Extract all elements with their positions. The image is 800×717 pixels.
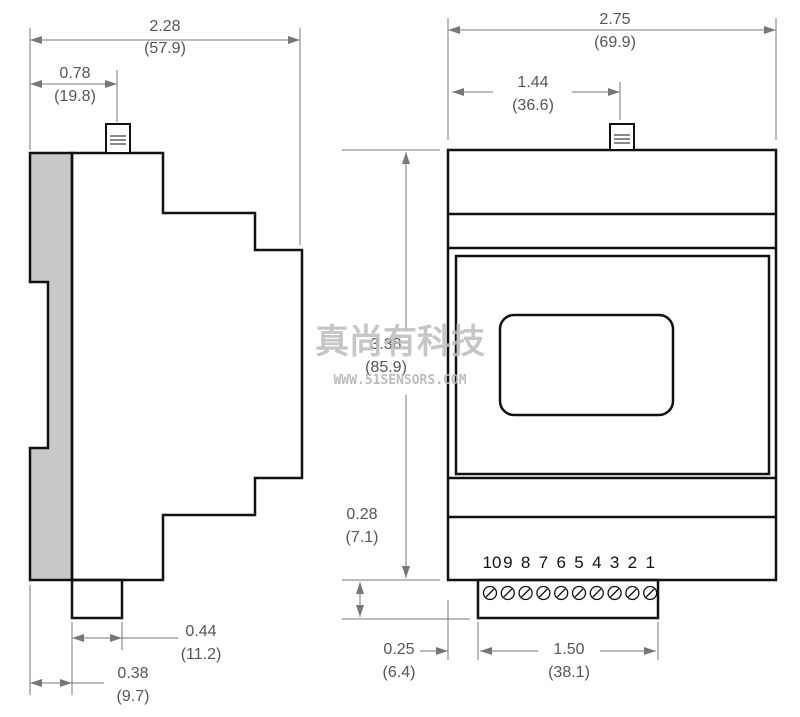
terminal-label: 1 [645, 553, 654, 572]
side-view: 2.28 (57.9) 0.78 (19.8) 0.44 (11.2) [28, 18, 304, 705]
terminal-label: 8 [521, 553, 530, 572]
dim-side-front-depth-in: 0.78 [59, 65, 90, 82]
dim-front-connector-offset: 1.44 (36.6) [452, 74, 621, 120]
dim-side-front-depth-mm: (19.8) [54, 88, 96, 105]
terminal-screw-slot [485, 588, 495, 598]
din-rail-clip [28, 151, 74, 582]
dim-side-rail-depth: 0.38 (9.7) [29, 585, 150, 705]
dim-side-terminal-depth-in: 0.44 [185, 623, 216, 640]
dim-front-terminal-width-mm: (38.1) [548, 664, 590, 681]
dim-side-width-mm: (57.9) [144, 40, 186, 57]
dim-front-width-in: 2.75 [599, 11, 630, 28]
dim-front-connector-offset-mm: (36.6) [512, 97, 554, 114]
watermark-url: WWW.51SENSORS.COM [333, 373, 466, 388]
dim-front-terminal-height-mm: (7.1) [346, 529, 379, 546]
dim-front-terminal-width-in: 1.50 [553, 641, 584, 658]
side-housing [70, 151, 304, 582]
terminal-label: 6 [556, 553, 565, 572]
terminal-screw-slot [627, 588, 637, 598]
dim-front-width-mm: (69.9) [594, 34, 636, 51]
dim-front-width: 2.75 (69.9) [447, 11, 777, 140]
terminal-screw-slot [574, 588, 584, 598]
dim-front-height-mm: (85.9) [365, 359, 407, 376]
terminal-label: 5 [574, 553, 583, 572]
dim-front-terminal-offset-in: 0.25 [383, 641, 414, 658]
front-terminal-block [476, 578, 660, 620]
terminal-screw-slot [592, 588, 602, 598]
dim-side-terminal-depth: 0.44 (11.2) [71, 622, 222, 663]
terminal-screw-slot [556, 588, 566, 598]
dim-front-terminal-offset: 0.25 (6.4) [383, 600, 479, 681]
watermark-chinese: 真尚有科技 [315, 322, 485, 362]
terminal-label: 2 [628, 553, 637, 572]
terminal-screw-slot [521, 588, 531, 598]
terminal-label: 7 [539, 553, 548, 572]
dim-front-height-in: 3.38 [370, 336, 401, 353]
terminal-label: 10 [483, 553, 502, 572]
front-panel [454, 254, 771, 476]
dim-front-height: 3.38 (85.9) [342, 149, 440, 581]
dim-front-terminal-height: 0.28 (7.1) [342, 506, 470, 620]
watermark: 真尚有科技 WWW.51SENSORS.COM [315, 322, 485, 388]
terminal-screw-slot [538, 588, 548, 598]
front-top-connector [609, 123, 635, 151]
terminal-label: 4 [592, 553, 601, 572]
side-terminal-block [70, 578, 124, 620]
dim-side-rail-depth-in: 0.38 [117, 665, 148, 682]
dim-front-terminal-height-in: 0.28 [346, 506, 377, 523]
dim-side-front-depth: 0.78 (19.8) [30, 65, 118, 122]
dim-front-terminal-width: 1.50 (38.1) [480, 622, 659, 681]
terminal-screw-slot [503, 588, 513, 598]
dim-side-rail-depth-mm: (9.7) [117, 688, 150, 705]
front-display-window [498, 313, 675, 417]
dim-front-terminal-offset-mm: (6.4) [383, 664, 416, 681]
dim-side-width-in: 2.28 [149, 18, 180, 35]
terminal-label: 9 [503, 553, 512, 572]
terminal-screw-slot [645, 588, 655, 598]
terminal-screws [482, 585, 658, 601]
terminal-screw-slot [610, 588, 620, 598]
dim-side-terminal-depth-mm: (11.2) [181, 646, 222, 663]
dim-side-width: 2.28 (57.9) [29, 18, 301, 245]
dim-front-connector-offset-in: 1.44 [517, 74, 548, 91]
terminal-label: 3 [610, 553, 619, 572]
side-top-connector [105, 123, 131, 154]
